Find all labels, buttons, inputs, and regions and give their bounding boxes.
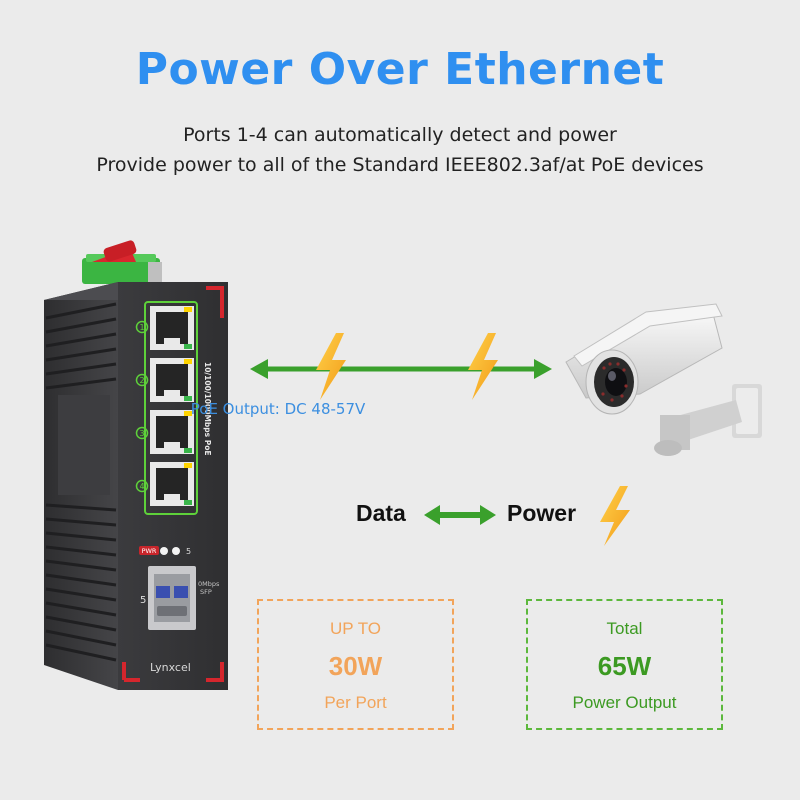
poe-switch-icon: 1 2 3 4 10/100/1000Mbps PoE PWR 5 5 0Mbp… xyxy=(44,240,228,690)
per-port-line1: UP TO xyxy=(329,619,382,638)
total-line3: Power Output xyxy=(572,693,677,712)
port-number-2: 2 xyxy=(139,376,144,385)
ethernet-ports xyxy=(150,306,194,506)
total-power-box: Total 65W Power Output xyxy=(526,599,723,730)
double-arrow-icon xyxy=(250,359,552,379)
total-line1: Total xyxy=(606,619,643,638)
status-led-icon xyxy=(172,547,180,555)
per-port-power-box: UP TO 30W Per Port xyxy=(257,599,454,730)
ethernet-port-icon xyxy=(150,306,194,350)
ethernet-port-icon xyxy=(150,358,194,402)
page-title: Power Over Ethernet xyxy=(135,44,665,95)
pwr-label: PWR xyxy=(142,547,157,555)
data-power-arrow-icon xyxy=(424,505,496,525)
port-number-1: 1 xyxy=(139,323,144,332)
brand-logo: Lynxcel xyxy=(150,661,191,674)
poe-output-label: PoE Output: DC 48-57V xyxy=(190,400,366,418)
per-port-value: 30W xyxy=(328,651,383,681)
ethernet-port-icon xyxy=(150,462,194,506)
per-port-line3: Per Port xyxy=(324,693,387,712)
lightning-bolt-icon xyxy=(468,333,498,400)
sfp-port-number: 5 xyxy=(140,595,146,606)
subtitle-line-1: Ports 1-4 can automatically detect and p… xyxy=(183,124,617,146)
power-label: Power xyxy=(507,500,577,526)
sfp-port-icon xyxy=(148,566,196,630)
port-speed-label: 10/100/1000Mbps PoE xyxy=(203,362,212,456)
port-number-4: 4 xyxy=(139,482,144,491)
lightning-bolt-icon xyxy=(316,333,346,400)
total-value: 65W xyxy=(597,651,652,681)
power-terminal-icon xyxy=(82,240,162,284)
sfp-speed-label-2: SFP xyxy=(200,588,212,596)
subtitle-line-2: Provide power to all of the Standard IEE… xyxy=(96,154,704,176)
sfp-speed-label-1: 0Mbps xyxy=(198,580,220,588)
data-label: Data xyxy=(356,500,406,526)
port-number-3: 3 xyxy=(139,429,144,438)
led-port-number: 5 xyxy=(186,547,191,556)
ethernet-port-icon xyxy=(150,410,194,454)
pwr-led-icon xyxy=(160,547,168,555)
security-camera-icon xyxy=(565,303,762,456)
lightning-bolt-icon xyxy=(600,486,630,546)
